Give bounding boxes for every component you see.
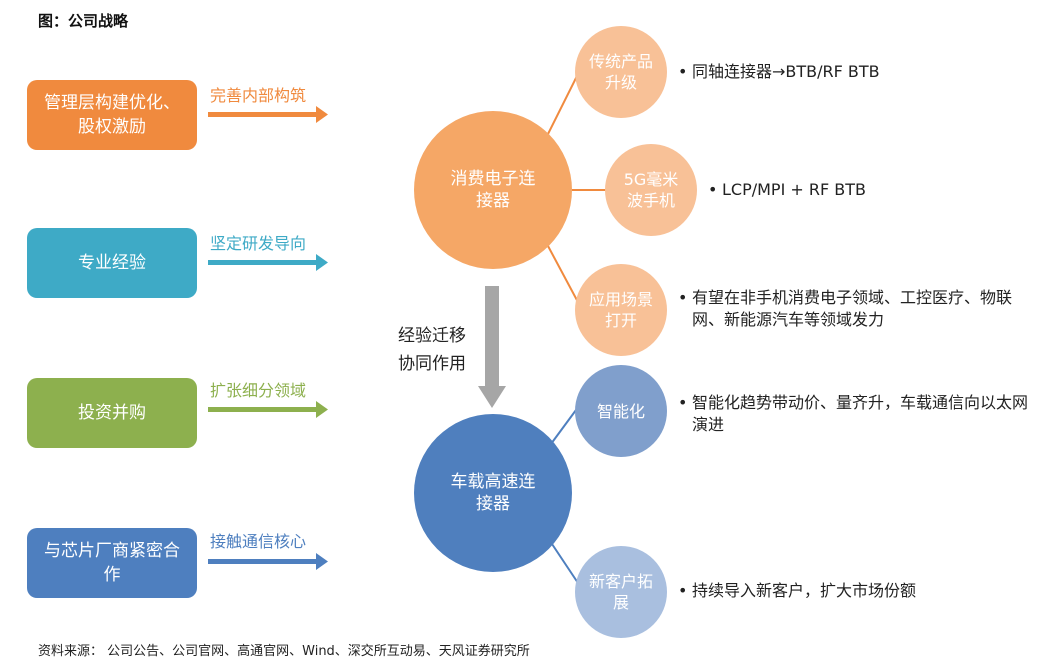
branch-circle-5g-mmwave: 5G毫米波手机 [605,144,697,236]
pill-label: 管理层构建优化、股权激励 [44,93,180,137]
branch-circle-new-applications: 应用场景打开 [575,264,667,356]
source-note: 资料来源： 公司公告、公司官网、高通官网、Wind、深交所互动易、天风证券研究所 [38,644,530,659]
pill-mna: 投资并购 [27,378,197,448]
figure-title: 图：公司战略 [38,12,129,30]
arrow-label-2: 坚定研发导向 [210,234,307,253]
bullet-new-customers: •持续导入新客户，扩大市场份额 [678,581,917,600]
bullet-text: 智能化趋势带动价、量齐升，车载通信向以太网演进 [692,393,1029,434]
branch-circle-label: 智能化 [596,401,645,421]
bullet-5g-mmwave: •LCP/MPI + RF BTB [708,180,867,199]
branch-circle-label: 新客户拓展 [588,572,653,612]
auto-connector-label: 车载高速连接器 [450,472,536,514]
pill-expertise: 专业经验 [27,228,197,298]
pill-chip-partners: 与芯片厂商紧密合作 [27,528,197,598]
consumer-connector-circle: 消费电子连接器 [414,111,572,269]
branch-circle-legacy-upgrade: 传统产品升级 [575,26,667,118]
migration-arrow [478,286,506,408]
arrow-2 [208,254,328,271]
bullet-new-applications: •有望在非手机消费电子领域、工控医疗、物联网、新能源汽车等领域发力 [678,288,1013,329]
arrow-label-4: 接触通信核心 [210,532,307,551]
bullet-legacy-upgrade: •同轴连接器→BTB/RF BTB [678,62,880,81]
bullet-text: LCP/MPI + RF BTB [722,180,867,199]
pill-label: 专业经验 [78,253,146,273]
branch-circle-label: 5G毫米波手机 [623,170,679,210]
bullet-text: 有望在非手机消费电子领域、工控医疗、物联网、新能源汽车等领域发力 [692,288,1013,329]
migration-line-2: 协同作用 [398,354,466,374]
pill-management: 管理层构建优化、股权激励 [27,80,197,150]
branch-circle-intelligence: 智能化 [575,365,667,457]
arrow-4 [208,553,328,570]
bullet-intelligence: •智能化趋势带动价、量齐升，车载通信向以太网演进 [678,393,1029,434]
branch-circle-label: 传统产品升级 [588,52,653,92]
consumer-connector-label: 消费电子连接器 [450,169,536,211]
arrow-label-3: 扩张细分领域 [210,381,307,400]
pill-label: 投资并购 [78,403,146,423]
branch-circle-new-customers: 新客户拓展 [575,546,667,638]
arrow-3 [208,401,328,418]
branch-circle-label: 应用场景打开 [588,290,653,330]
migration-text: 经验迁移 协同作用 [398,322,466,378]
bullet-text: 持续导入新客户，扩大市场份额 [692,581,917,600]
auto-connector-circle: 车载高速连接器 [414,414,572,572]
arrow-1 [208,106,328,123]
arrow-label-1: 完善内部构筑 [210,86,307,105]
pill-label: 与芯片厂商紧密合作 [44,541,180,585]
bullet-text: 同轴连接器→BTB/RF BTB [692,62,880,81]
migration-line-1: 经验迁移 [398,326,466,346]
